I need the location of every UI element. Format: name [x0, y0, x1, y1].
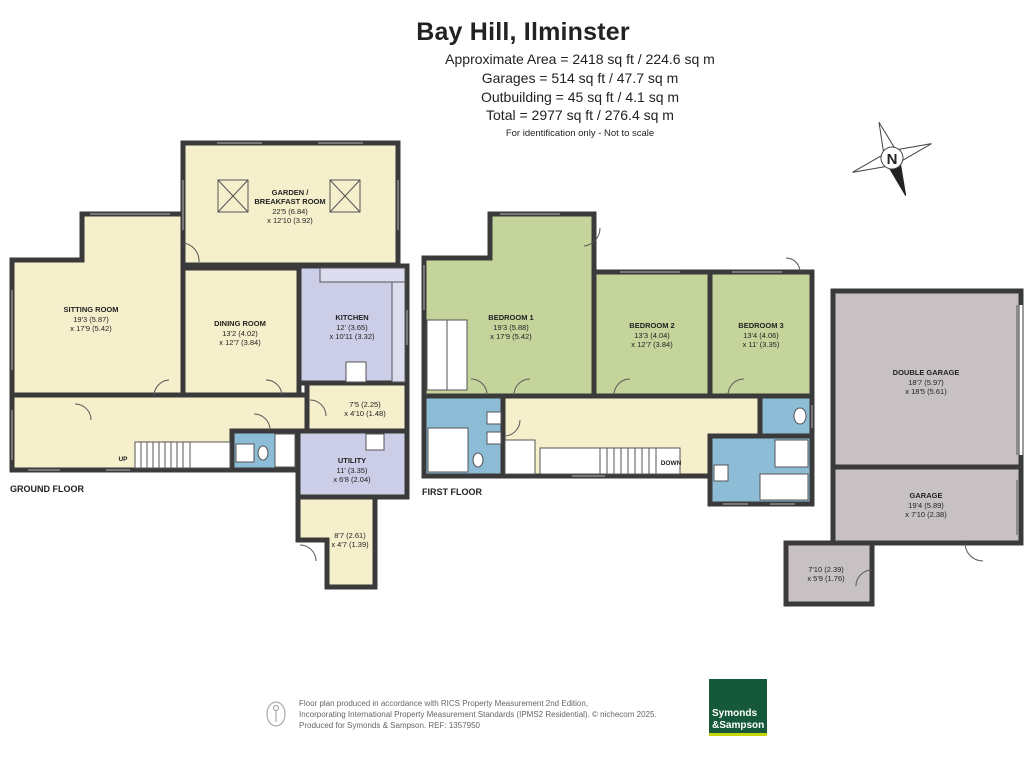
footer-notes: Floor plan produced in accordance with R… [299, 698, 719, 731]
garden-room-name-1: GARDEN / [272, 188, 310, 197]
bedroom-1-dim-1: 19'3 (5.88) [493, 323, 529, 332]
first-floor-label: FIRST FLOOR [422, 487, 482, 497]
sitting-room-name: SITTING ROOM [64, 305, 119, 314]
garages [783, 288, 1024, 607]
first-windows [423, 213, 813, 505]
garage-name: GARAGE [910, 491, 943, 500]
kitchen-dim-2: x 10'11 (3.32) [329, 332, 375, 341]
double-garage [830, 288, 1024, 470]
stairs-up-label: UP [118, 456, 128, 463]
outbuilding-dim-1: 7'10 (2.39) [808, 565, 844, 574]
dining-room-dim-1: 13'2 (4.02) [222, 329, 258, 338]
bedroom-2-name: BEDROOM 2 [629, 321, 674, 330]
first-floor-fixtures [426, 227, 809, 501]
bedroom-1-dim-2: x 17'9 (5.42) [490, 332, 532, 341]
first-staircase [539, 447, 681, 475]
footer-line-2: Incorporating International Property Mea… [299, 710, 657, 719]
compass-icon [852, 122, 932, 196]
garden-room-dim-2: x 12'10 (3.92) [267, 216, 313, 225]
kitchen-name: KITCHEN [335, 313, 368, 322]
double-garage-dim-2: x 18'5 (5.61) [905, 387, 947, 396]
bedroom-2-dim-2: x 12'7 (3.84) [631, 340, 673, 349]
outbuilding [783, 540, 875, 607]
dining-room-dim-2: x 12'7 (3.84) [219, 338, 261, 347]
footer-line-3: Produced for Symonds & Sampson. REF: 135… [299, 721, 480, 730]
double-garage-name: DOUBLE GARAGE [893, 368, 960, 377]
garage-fixtures [855, 305, 1023, 587]
porch [295, 494, 378, 590]
garden-room-dim-1: 22'5 (6.84) [272, 207, 308, 216]
porch-dim-1: 8'7 (2.61) [334, 531, 366, 540]
bedroom-3-dim-1: 13'4 (4.06) [743, 331, 779, 340]
garages-area: Garages = 514 sq ft / 47.7 sq m [481, 70, 679, 86]
ground-staircase [134, 441, 191, 469]
skylight [329, 179, 361, 213]
disclaimer: For identification only - Not to scale [505, 128, 655, 139]
garage-dim-2: x 7'10 (2.38) [905, 510, 947, 519]
porch-dim-2: x 4'7 (1.39) [331, 540, 369, 549]
plan-title: Bay Hill, Ilminster [416, 18, 630, 46]
pantry-dim-2: x 4'10 (1.48) [344, 409, 386, 418]
outbuilding-area: Outbuilding = 45 sq ft / 4.1 sq m [480, 89, 680, 105]
ground-floor-label: GROUND FLOOR [10, 484, 84, 494]
symonds-sampson-logo: Symonds &Sampson [709, 679, 767, 736]
bedroom-3-dim-2: x 11' (3.35) [743, 340, 780, 349]
brand-accent-bar [709, 733, 767, 736]
dining-room-name: DINING ROOM [214, 319, 266, 328]
total-area: Total = 2977 sq ft / 276.4 sq m [486, 107, 674, 123]
bedroom-1-name: BEDROOM 1 [488, 313, 533, 322]
utility-name: UTILITY [338, 456, 366, 465]
sitting-room-dim-1: 19'3 (5.87) [73, 315, 109, 324]
compass-label: N [887, 151, 898, 168]
bedroom-2-dim-1: 13'3 (4.04) [634, 331, 670, 340]
double-garage-dim-1: 18'7 (5.97) [908, 378, 944, 387]
stairs-down-label: DOWN [661, 460, 682, 467]
kitchen-dim-1: 12' (3.65) [336, 323, 368, 332]
area-measure-icon [266, 701, 286, 727]
outbuilding-dim-2: x 5'9 (1.76) [807, 574, 845, 583]
footer-line-1: Floor plan produced in accordance with R… [299, 699, 589, 708]
garage [830, 464, 1024, 546]
utility-dim-2: x 6'8 (2.04) [333, 475, 371, 484]
approximate-area: Approximate Area = 2418 sq ft / 224.6 sq… [445, 51, 715, 67]
brand-name: Symonds &Sampson [712, 708, 765, 731]
garden-room-name-2: BREAKFAST ROOM [254, 197, 325, 206]
utility-dim-1: 11' (3.35) [337, 466, 368, 475]
garage-dim-1: 19'4 (5.89) [908, 501, 944, 510]
bedroom-3-name: BEDROOM 3 [738, 321, 783, 330]
ground-floor-fixtures [74, 179, 406, 562]
ground-windows [11, 142, 408, 471]
pantry-dim-1: 7'5 (2.25) [349, 400, 381, 409]
room-labels: GARDEN / BREAKFAST ROOM 22'5 (6.84) x 12… [10, 188, 959, 583]
skylight [217, 179, 249, 213]
sitting-room-dim-2: x 17'9 (5.42) [70, 324, 112, 333]
